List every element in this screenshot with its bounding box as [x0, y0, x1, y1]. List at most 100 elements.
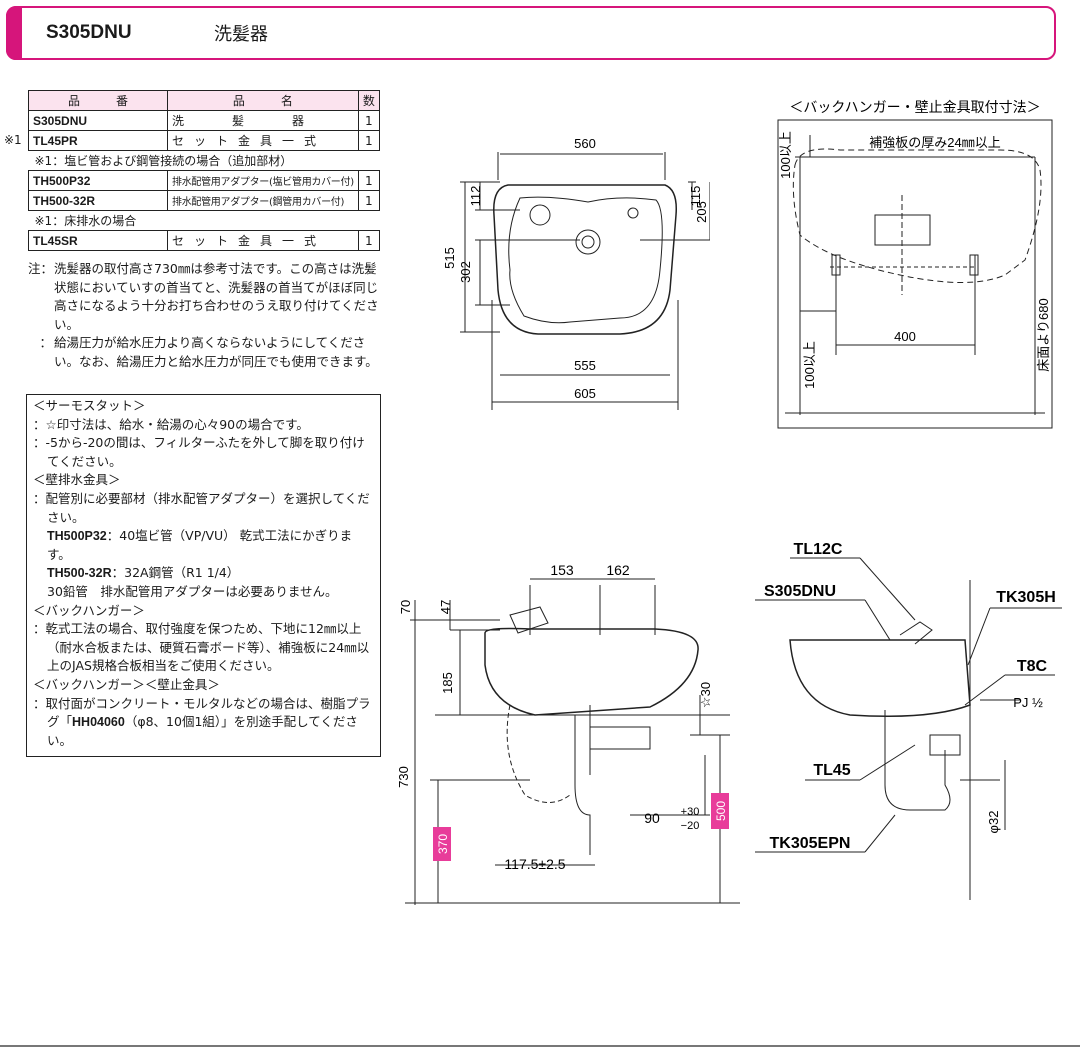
table-note: ※1：塩ビ管および鋼管接続の場合（追加部材）	[34, 154, 293, 168]
part-label-pj: PJ ½	[1013, 695, 1043, 710]
note-text: ：☆印寸法は、給水・給湯の心々90の場合です。	[33, 416, 309, 432]
model-number: S305DNU	[46, 22, 132, 43]
part-qty: 1	[357, 190, 380, 211]
part-code: HH04060	[72, 715, 125, 730]
dim-phi32: φ32	[986, 811, 1001, 834]
board-thickness-label: 補強板の厚み24㎜以上	[869, 135, 1000, 150]
note-text: （φ8、10個1組）」を別途手配してください。	[47, 714, 358, 748]
part-code: TL45SR	[28, 230, 168, 251]
footnote-mark: ※1	[4, 133, 22, 147]
table-row: TL45PR セット金具一式 1	[28, 130, 380, 151]
dim-730: 730	[396, 766, 411, 788]
part-code: TH500-32R	[47, 566, 112, 581]
dim-117-5: 117.5±2.5	[504, 856, 565, 872]
note-text: ：取付面がコンクリート・モルタルなどの場合は、樹脂プラグ「	[33, 695, 371, 730]
part-label-t8c: T8C	[1017, 658, 1048, 675]
dim-500: 500	[714, 801, 728, 821]
title-bar: S305DNU 洗髪器	[6, 6, 1056, 60]
part-code: TL45PR	[28, 130, 168, 151]
part-code: TH500P32	[47, 529, 107, 544]
part-qty: 1	[357, 230, 380, 251]
part-qty: 1	[357, 110, 380, 131]
title-accent-bar	[6, 6, 22, 60]
dim-90: 90	[644, 810, 660, 826]
col-name-header: 品 名	[167, 90, 359, 111]
note-text: ：取付面がコンクリート・モルタルなどの場合は、樹脂プラグ「HH04060（φ8、…	[33, 695, 374, 751]
section-heading: ＜サーモスタット＞	[33, 398, 146, 413]
dim-370: 370	[436, 834, 450, 854]
table-header-row: 品 番 品 名 数	[28, 90, 380, 111]
page-bottom-rule	[0, 1045, 1080, 1047]
table-note: ※1：床排水の場合	[34, 214, 137, 228]
table-row: TL45SR セット金具一式 1	[28, 230, 380, 251]
spec-notes-box: ＜サーモスタット＞ ：☆印寸法は、給水・給湯の心々90の場合です。 ：-5から-…	[26, 394, 381, 757]
hanger-mounting-drawing: ＜バックハンガー・壁止金具取付寸法＞ 補強板の厚み24㎜以上 100以上 400…	[777, 99, 1053, 429]
dim-302: 302	[458, 261, 473, 283]
section-heading: ＜バックハンガー＞	[33, 602, 145, 618]
part-name: 排水配管用アダプター(鋼管用カバー付)	[167, 190, 359, 211]
part-code: TH500-32R	[28, 190, 168, 211]
dim-162: 162	[606, 562, 630, 578]
col-code-header: 品 番	[28, 90, 168, 111]
table-row: S305DNU 洗 髪 器 1	[28, 110, 380, 131]
table-row: TH500P32 排水配管用アダプター(塩ビ管用カバー付) 1	[28, 170, 380, 191]
part-qty: 1	[357, 170, 380, 191]
note-text: ：40塩ビ管（VP/VU） 乾式工法にかぎります。	[47, 528, 353, 562]
section-heading: ＜壁排水金具＞	[33, 472, 121, 488]
top-view-drawing: 560 112 115 205 515 302 555 605	[442, 136, 710, 410]
dim-47: 47	[438, 600, 453, 614]
dim-205: 205	[694, 201, 709, 223]
dim-30-star: ☆30	[698, 682, 713, 708]
dim-555: 555	[574, 358, 596, 373]
dim-560: 560	[574, 136, 596, 151]
dim-400: 400	[894, 329, 916, 344]
front-view-drawing: 153 162 70 47 185 ☆30 730 370 500 90 +30…	[396, 562, 740, 905]
part-label-tl12c: TL12C	[794, 541, 843, 558]
note-text: ：配管別に必要部材（排水配管アダプター）を選択してください。	[33, 490, 370, 525]
dim-680: 床面より680	[1036, 298, 1051, 371]
part-name: 洗 髪 器	[167, 110, 359, 131]
part-label-tk305h: TK305H	[996, 589, 1056, 606]
dim-100-top: 100以上	[778, 131, 793, 179]
product-name: 洗髪器	[214, 24, 268, 45]
installation-notes: 注： 洗髪器の取付高さ730㎜は参考寸法です。この高さは洗髪状態においていすの首…	[28, 260, 384, 371]
part-code: S305DNU	[28, 110, 168, 131]
part-label-tk305epn: TK305EPN	[770, 835, 851, 852]
dim-605: 605	[574, 386, 596, 401]
dim-70: 70	[398, 600, 413, 614]
note-item: ： 給湯圧力が給水圧力より高くならないようにしてください。なお、給湯圧力と給水圧…	[28, 334, 384, 371]
parts-table: 品 番 品 名 数 S305DNU 洗 髪 器 1 TL45PR セット金具一式…	[28, 90, 380, 251]
dim-185: 185	[440, 672, 455, 694]
col-qty-header: 数	[357, 90, 380, 111]
part-name: 排水配管用アダプター(塩ビ管用カバー付)	[167, 170, 359, 191]
part-name: セット金具一式	[167, 230, 359, 251]
note-text: 給湯圧力が給水圧力より高くならないようにしてください。なお、給湯圧力と給水圧力が…	[54, 335, 378, 369]
dim-112: 112	[468, 186, 483, 207]
dim-115: 115	[688, 186, 703, 207]
section-heading: ＜バックハンガー＞＜壁止金具＞	[33, 676, 220, 692]
table-note-row: ※1：塩ビ管および鋼管接続の場合（追加部材）	[29, 151, 380, 171]
hanger-title: ＜バックハンガー・壁止金具取付寸法＞	[789, 99, 1040, 115]
part-qty: 1	[357, 130, 380, 151]
part-label-s305dnu: S305DNU	[764, 583, 836, 600]
note-text: 洗髪器の取付高さ730㎜は参考寸法です。この高さは洗髪状態においていすの首当てと…	[54, 261, 379, 332]
note-text: TH500-32R：32A鋼管（R1 1/4）	[33, 564, 374, 583]
note-text: ：-5から-20の間は、フィルターふたを外して脚を取り付けてください。	[33, 435, 365, 469]
part-label-tl45: TL45	[813, 762, 850, 779]
dim-153: 153	[550, 562, 574, 578]
dim-tol-plus: +30	[681, 806, 700, 818]
note-label: ：	[39, 335, 52, 350]
table-note-row: ※1：床排水の場合	[29, 211, 380, 231]
dim-100-bottom: 100以上	[802, 341, 817, 389]
note-text: 30鉛管 排水配管用アダプターは必要ありません。	[47, 583, 338, 599]
part-code: TH500P32	[28, 170, 168, 191]
part-name: セット金具一式	[167, 130, 359, 151]
dim-515: 515	[442, 247, 457, 269]
note-text: TH500P32：40塩ビ管（VP/VU） 乾式工法にかぎります。	[33, 527, 374, 564]
note-text: ：32A鋼管（R1 1/4）	[111, 565, 240, 581]
note-item: 注： 洗髪器の取付高さ730㎜は参考寸法です。この高さは洗髪状態においていすの首…	[28, 260, 384, 334]
note-label: 注：	[28, 261, 54, 276]
table-row: TH500-32R 排水配管用アダプター(鋼管用カバー付) 1	[28, 190, 380, 211]
note-text: ：乾式工法の場合、取付強度を保つため、下地に12㎜以上（耐水合板または、硬質石膏…	[33, 621, 370, 674]
dim-tol-minus: −20	[681, 820, 700, 832]
